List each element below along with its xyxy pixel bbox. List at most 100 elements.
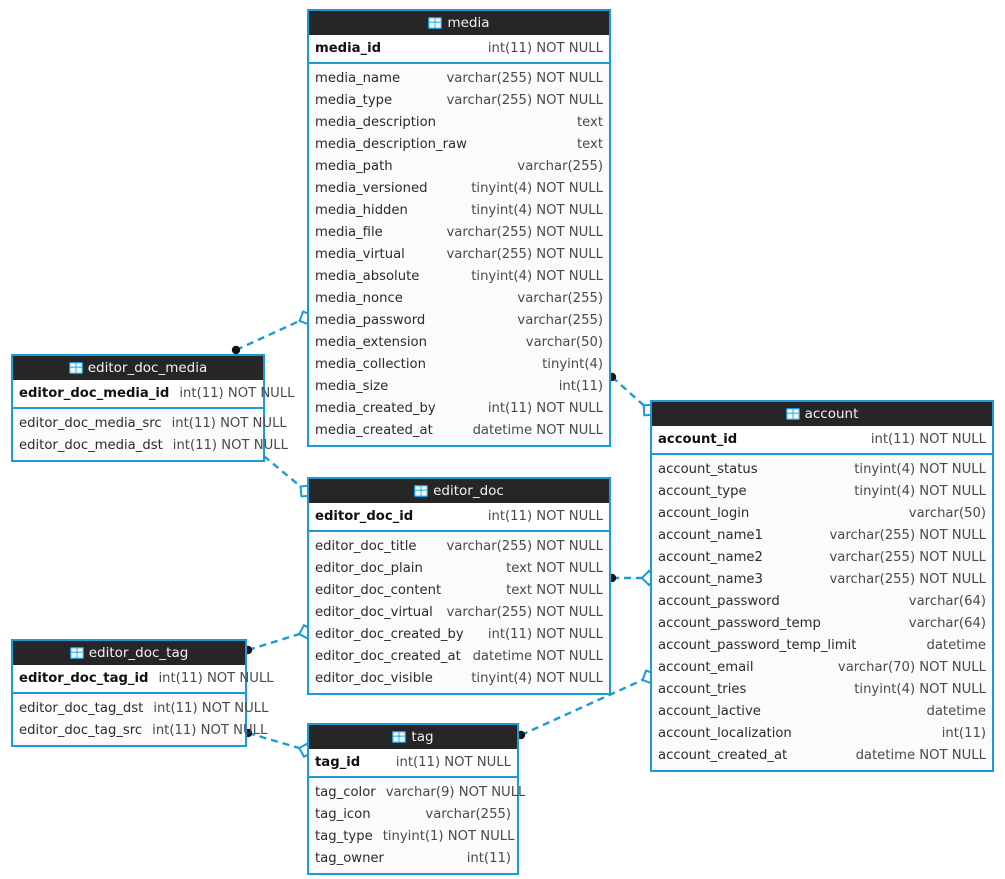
table-row[interactable]: tag_icon varchar(255) bbox=[309, 803, 517, 825]
entity-header-editor_doc_tag[interactable]: editor_doc_tag bbox=[13, 641, 245, 665]
column-name: editor_doc_id bbox=[315, 509, 414, 524]
primary-key-row-editor_doc_tag[interactable]: editor_doc_tag_id int(11) NOT NULL bbox=[13, 665, 274, 694]
column-type: tinyint(4) NOT NULL bbox=[854, 461, 986, 477]
entity-header-editor_doc[interactable]: editor_doc bbox=[309, 479, 609, 503]
column-type: datetime bbox=[926, 703, 986, 719]
column-type: varchar(255) NOT NULL bbox=[446, 70, 604, 86]
column-type: varchar(255) NOT NULL bbox=[446, 604, 604, 620]
entity-editor_doc_tag[interactable]: editor_doc_tag editor_doc_tag_id int(11) N… bbox=[11, 639, 274, 747]
column-name: media_type bbox=[315, 92, 393, 108]
column-type: tinyint(4) NOT NULL bbox=[854, 483, 986, 499]
column-type: tinyint(4) bbox=[542, 356, 603, 372]
column-type: text bbox=[576, 114, 603, 130]
column-name: media_created_by bbox=[315, 400, 436, 416]
entity-header-account[interactable]: account bbox=[652, 402, 992, 426]
table-row[interactable]: media_created_by int(11) NOT NULL bbox=[309, 397, 609, 419]
column-type: int(11) bbox=[466, 850, 511, 866]
table-row[interactable]: account_status tinyint(4) NOT NULL bbox=[652, 458, 992, 480]
column-name: account_status bbox=[658, 461, 758, 477]
entity-header-tag[interactable]: tag bbox=[309, 725, 517, 749]
entity-title: editor_doc_tag bbox=[88, 645, 189, 661]
column-type: int(11) NOT NULL bbox=[158, 671, 274, 686]
column-name: editor_doc_plain bbox=[315, 560, 423, 576]
column-name: editor_doc_tag_id bbox=[19, 671, 149, 686]
column-type: int(11) NOT NULL bbox=[487, 400, 603, 416]
column-name: editor_doc_media_id bbox=[19, 386, 170, 401]
column-type: varchar(255) bbox=[425, 806, 511, 822]
column-name: tag_icon bbox=[315, 806, 371, 822]
column-name: editor_doc_created_by bbox=[315, 626, 464, 642]
column-name: account_name1 bbox=[658, 527, 763, 543]
relationship-line bbox=[611, 376, 650, 411]
table-icon bbox=[68, 362, 83, 374]
column-type: tinyint(4) NOT NULL bbox=[471, 180, 603, 196]
column-type: int(11) bbox=[941, 725, 986, 741]
table-icon bbox=[428, 17, 443, 29]
entity-header-editor_doc_media[interactable]: editor_doc_media bbox=[13, 356, 263, 380]
column-name: editor_doc_visible bbox=[315, 670, 433, 686]
rel-editor-doc-to-account bbox=[607, 569, 658, 587]
entity-header-media[interactable]: media bbox=[309, 11, 609, 35]
column-name: account_created_at bbox=[658, 747, 788, 763]
column-name: media_size bbox=[315, 378, 389, 394]
entity-title: tag bbox=[411, 729, 434, 745]
